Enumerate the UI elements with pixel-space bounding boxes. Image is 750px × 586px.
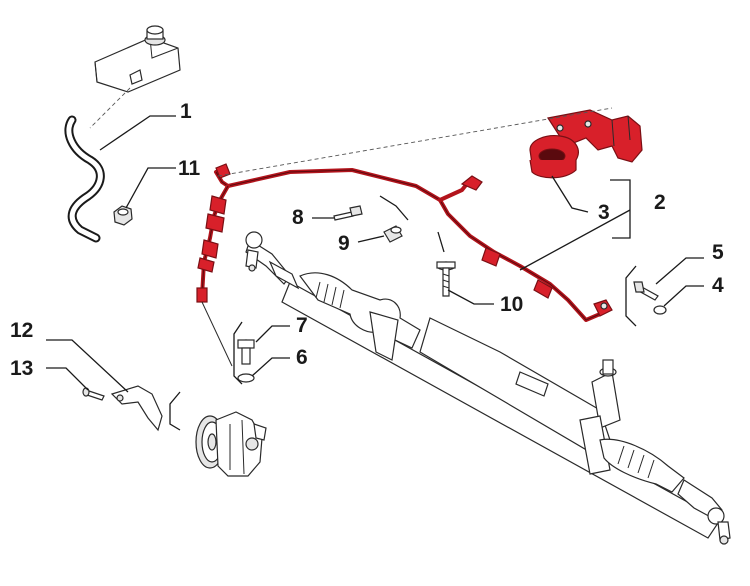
bracket-10: [437, 231, 445, 253]
callout-9: 9: [338, 232, 350, 255]
bolt-13: [82, 387, 105, 401]
callout-11: 11: [178, 157, 201, 180]
fluid-reservoir: [94, 25, 181, 93]
leader-2: [519, 209, 631, 271]
leader-4: [663, 285, 704, 307]
callout-4: 4: [712, 274, 724, 297]
pump-bracket-12: [110, 385, 163, 432]
callout-6: 6: [296, 346, 308, 369]
bushing-9: [383, 225, 403, 243]
pump-line-connector: [201, 301, 233, 367]
bracket-pump: [169, 391, 181, 431]
power-steering-pump: [195, 411, 267, 477]
leader-1: [99, 115, 176, 151]
callout-2: 2: [654, 191, 666, 214]
bolt-5: [633, 281, 659, 301]
return-hose: [64, 115, 105, 243]
bracket-8-9: [379, 195, 409, 221]
steering-rack: [245, 231, 731, 545]
leader-6: [251, 357, 290, 377]
seal-ring-6: [237, 373, 255, 383]
bolt-7: [237, 339, 255, 365]
leader-11: [125, 167, 176, 209]
bracket-guide-line: [217, 107, 613, 177]
pipe-bracket-3: [529, 109, 643, 179]
callout-3: 3: [598, 201, 610, 224]
bracket-4-5: [625, 265, 637, 327]
callout-7: 7: [296, 314, 308, 337]
callout-10: 10: [500, 293, 523, 316]
callout-8: 8: [292, 206, 304, 229]
leader-9: [357, 235, 385, 243]
leader-13: [46, 367, 89, 391]
callout-12: 12: [10, 319, 33, 342]
pressure-line-assembly: [196, 163, 613, 322]
leader-7: [255, 325, 290, 343]
callout-5: 5: [712, 241, 724, 264]
leader-3: [551, 175, 589, 213]
reservoir-guide-line: [89, 87, 131, 129]
nut-11: [113, 205, 133, 226]
leader-10: [447, 289, 494, 305]
bolt-10: [436, 261, 456, 297]
callout-13: 13: [10, 357, 33, 380]
bracket-2: [610, 179, 631, 239]
callout-1: 1: [180, 100, 192, 123]
bracket-6-7: [233, 321, 243, 385]
leader-12: [46, 339, 129, 393]
bolt-8: [333, 205, 363, 221]
seal-ring-4: [653, 305, 667, 315]
leader-5: [655, 257, 704, 285]
